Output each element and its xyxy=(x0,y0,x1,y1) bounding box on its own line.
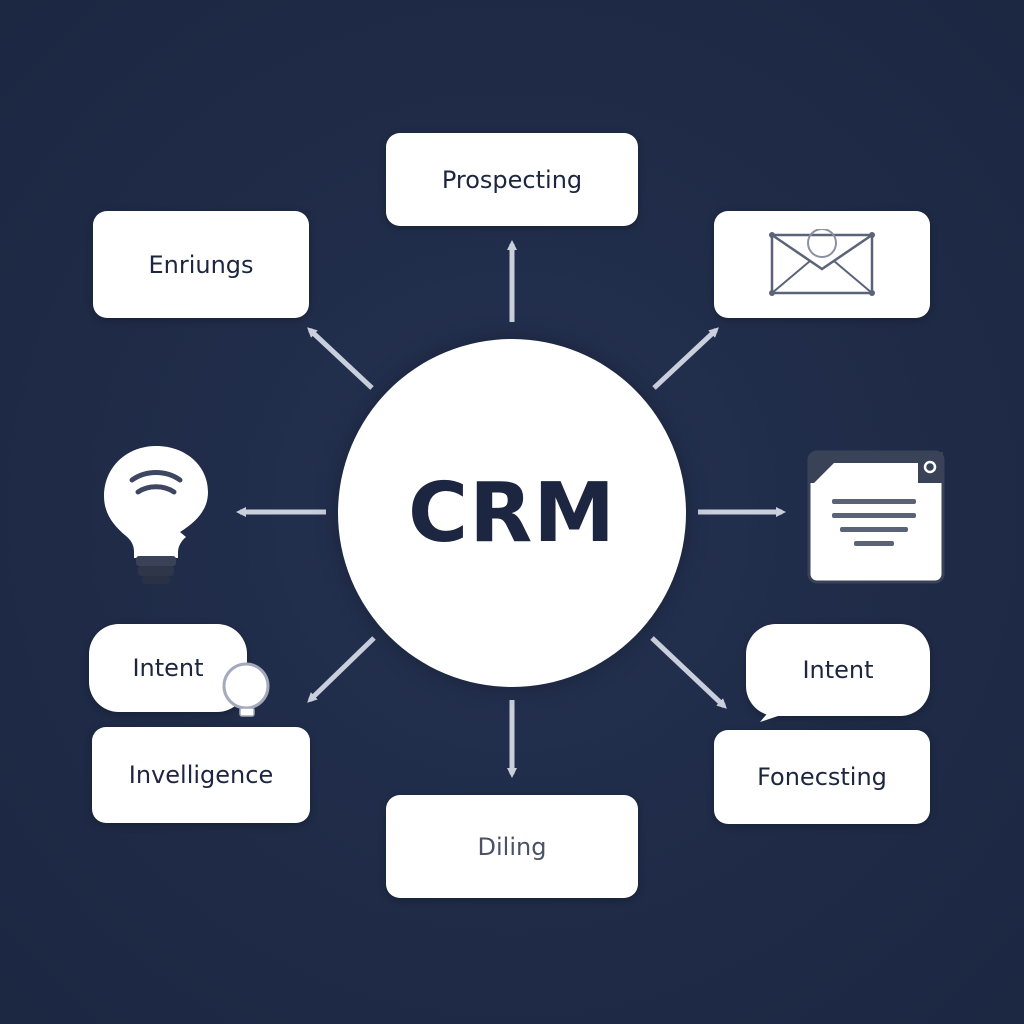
node-diling-label: Diling xyxy=(477,832,547,861)
node-diling: Diling xyxy=(386,795,638,898)
arrow-to-intent-right xyxy=(650,636,727,709)
node-enriungs: Enriungs xyxy=(93,211,309,318)
magnifier-icon xyxy=(218,660,278,720)
node-intent-right-bubble: Intent xyxy=(746,624,930,716)
node-enriungs-label: Enriungs xyxy=(148,250,254,279)
envelope-icon xyxy=(769,228,875,296)
arrow-to-envelope xyxy=(652,327,719,390)
node-intent-right-label: Intent xyxy=(802,656,874,684)
node-intent-left-label: Intent xyxy=(132,654,204,682)
lightbulb-icon xyxy=(104,446,208,584)
node-fonecsting-label: Fonecsting xyxy=(757,763,887,791)
node-browser xyxy=(806,449,946,585)
crm-hub-label: CRM xyxy=(408,465,616,561)
browser-window-icon xyxy=(807,450,945,584)
node-envelope xyxy=(714,211,930,318)
node-lightbulb xyxy=(98,440,214,588)
node-invelligence: Invelligence xyxy=(92,727,310,823)
arrow-to-intent-left xyxy=(307,636,376,703)
crm-hub: CRM xyxy=(338,339,686,687)
node-prospecting: Prospecting xyxy=(386,133,638,226)
node-invelligence-label: Invelligence xyxy=(128,761,274,789)
node-intent-left-bubble: Intent xyxy=(89,624,247,712)
arrow-to-enriungs xyxy=(307,327,374,390)
node-fonecsting: Fonecsting xyxy=(714,730,930,824)
node-prospecting-label: Prospecting xyxy=(441,165,583,194)
